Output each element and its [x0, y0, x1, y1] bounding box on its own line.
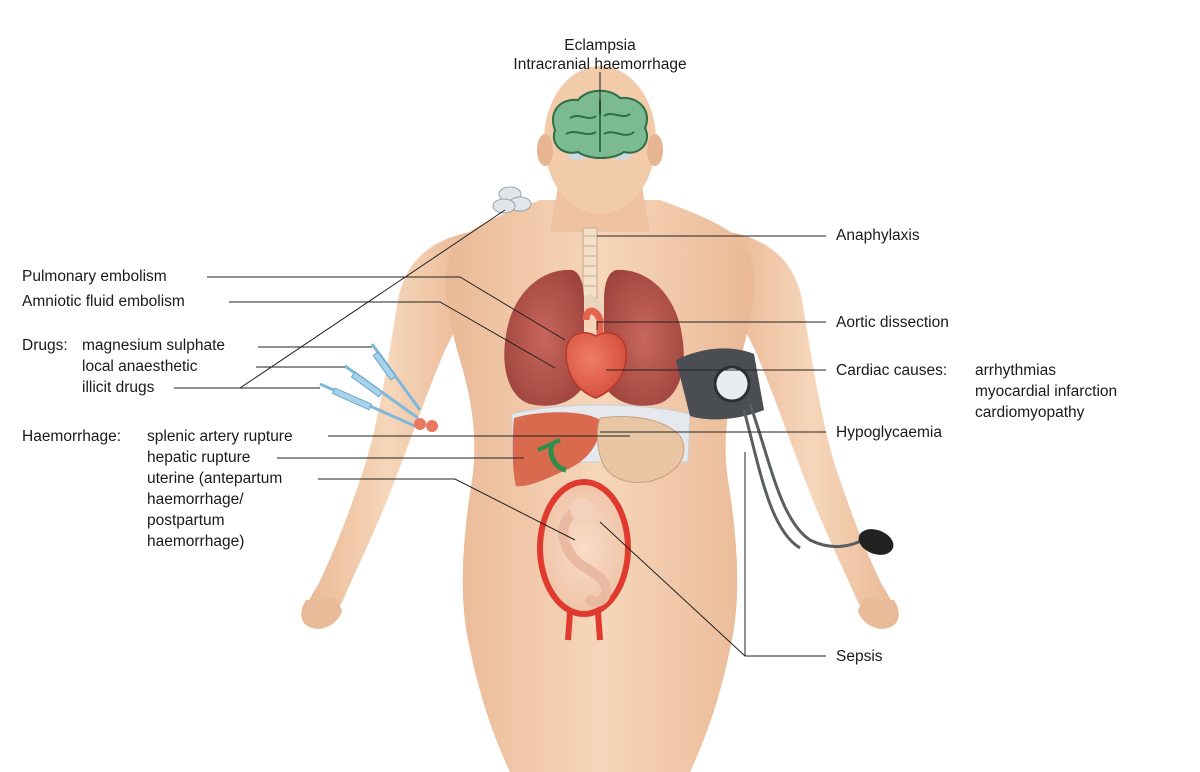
label-anaphylaxis: Anaphylaxis: [836, 227, 920, 244]
label-intracranial-haemorrhage: Intracranial haemorrhage: [513, 56, 687, 73]
syringe-icons: [319, 343, 438, 432]
lungs: [504, 269, 684, 406]
label-cardiac-arrhythmias: arrhythmias: [975, 362, 1056, 379]
label-haemorrhage-uterine: uterine (antepartum: [147, 470, 283, 487]
label-haemorrhage-prefix: Haemorrhage:: [22, 428, 122, 445]
label-haemorrhage-postpartum: postpartum: [147, 512, 225, 529]
uterus: [537, 479, 631, 641]
pills-icon: [492, 186, 532, 214]
label-drugs-local-anaesthetic: local anaesthetic: [82, 358, 198, 375]
label-drugs-illicit: illicit drugs: [82, 379, 155, 396]
label-haemorrhage-splenic: splenic artery rupture: [147, 428, 293, 445]
label-haemorrhage-antepartum: haemorrhage/: [147, 491, 244, 508]
label-hypoglycaemia: Hypoglycaemia: [836, 424, 942, 441]
label-cardiac-cardiomyopathy: cardiomyopathy: [975, 404, 1085, 421]
label-amniotic-fluid-embolism: Amniotic fluid embolism: [22, 293, 185, 310]
blood-pressure-cuff-icon: [676, 348, 894, 555]
label-aortic-dissection: Aortic dissection: [836, 314, 949, 331]
label-cardiac-myocardial-infarction: myocardial infarction: [975, 383, 1118, 400]
label-cardiac-prefix: Cardiac causes:: [836, 362, 948, 379]
label-haemorrhage-hepatic: hepatic rupture: [147, 449, 251, 466]
label-drugs-prefix: Drugs:: [22, 337, 68, 354]
brain: [552, 89, 648, 159]
leader-lines: [174, 72, 826, 657]
heart: [565, 307, 627, 399]
label-eclampsia: Eclampsia: [564, 37, 636, 54]
label-drugs-magnesium: magnesium sulphate: [82, 337, 226, 354]
label-sepsis: Sepsis: [836, 648, 883, 665]
label-haemorrhage-close: haemorrhage): [147, 533, 245, 550]
label-pulmonary-embolism: Pulmonary embolism: [22, 268, 167, 285]
